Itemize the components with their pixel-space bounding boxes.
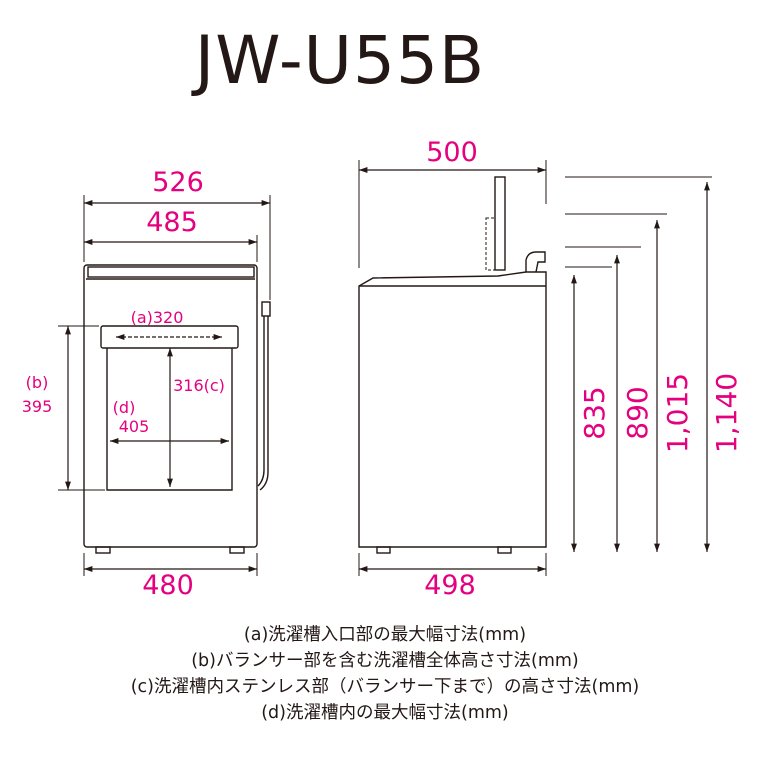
label-base-width: 480 <box>142 570 194 601</box>
side-body-outline <box>358 271 547 548</box>
label-base-depth: 498 <box>424 570 476 601</box>
drain-hose <box>257 316 269 491</box>
front-view <box>58 195 271 576</box>
side-view <box>358 160 712 576</box>
legend-item-d: (d)洗濯槽内の最大幅寸法(mm) <box>261 703 509 723</box>
tub-body <box>106 348 233 491</box>
side-foot-left <box>376 546 391 554</box>
label-b-letter: (b) <box>26 373 49 392</box>
front-dimension-labels: 526 485 480 (a)320 (b) 395 316(c) (d) 40… <box>22 167 225 601</box>
legend-item-a: (a)洗濯槽入口部の最大幅寸法(mm) <box>243 625 527 645</box>
label-height-890: 890 <box>621 386 654 439</box>
label-body-width: 485 <box>146 207 198 238</box>
front-foot-left <box>95 546 111 554</box>
side-foot-right <box>497 546 512 554</box>
legend-item-b: (b)バランサー部を含む洗濯槽全体高さ寸法(mm) <box>191 651 579 671</box>
label-d-letter: (d) <box>113 398 136 417</box>
label-height-1015: 1,015 <box>661 373 694 453</box>
label-b-value: 395 <box>22 397 53 416</box>
legend: (a)洗濯槽入口部の最大幅寸法(mm) (b)バランサー部を含む洗濯槽全体高さ寸… <box>0 622 770 726</box>
label-height-1140: 1,140 <box>710 373 743 453</box>
label-top-depth: 500 <box>426 137 478 168</box>
page-title: JW-U55B <box>194 22 486 99</box>
open-lid-hinge <box>485 217 496 271</box>
side-dimension-lines <box>359 167 710 572</box>
water-inlet <box>525 251 546 273</box>
front-foot-right <box>229 546 245 554</box>
front-lid-strip <box>87 266 255 278</box>
side-dimension-labels: 500 498 835 890 1,015 1,140 <box>424 137 743 601</box>
label-height-835: 835 <box>578 386 611 439</box>
hose-fitting <box>261 301 271 317</box>
label-d-value: 405 <box>119 417 150 436</box>
front-dimension-lines <box>65 200 270 572</box>
legend-item-c: (c)洗濯槽内ステンレス部（バランサー下まで）の高さ寸法(mm) <box>130 677 640 697</box>
label-a: (a)320 <box>131 308 184 327</box>
open-lid <box>494 176 506 271</box>
label-top-width: 526 <box>152 167 204 198</box>
label-c: 316(c) <box>173 376 225 395</box>
